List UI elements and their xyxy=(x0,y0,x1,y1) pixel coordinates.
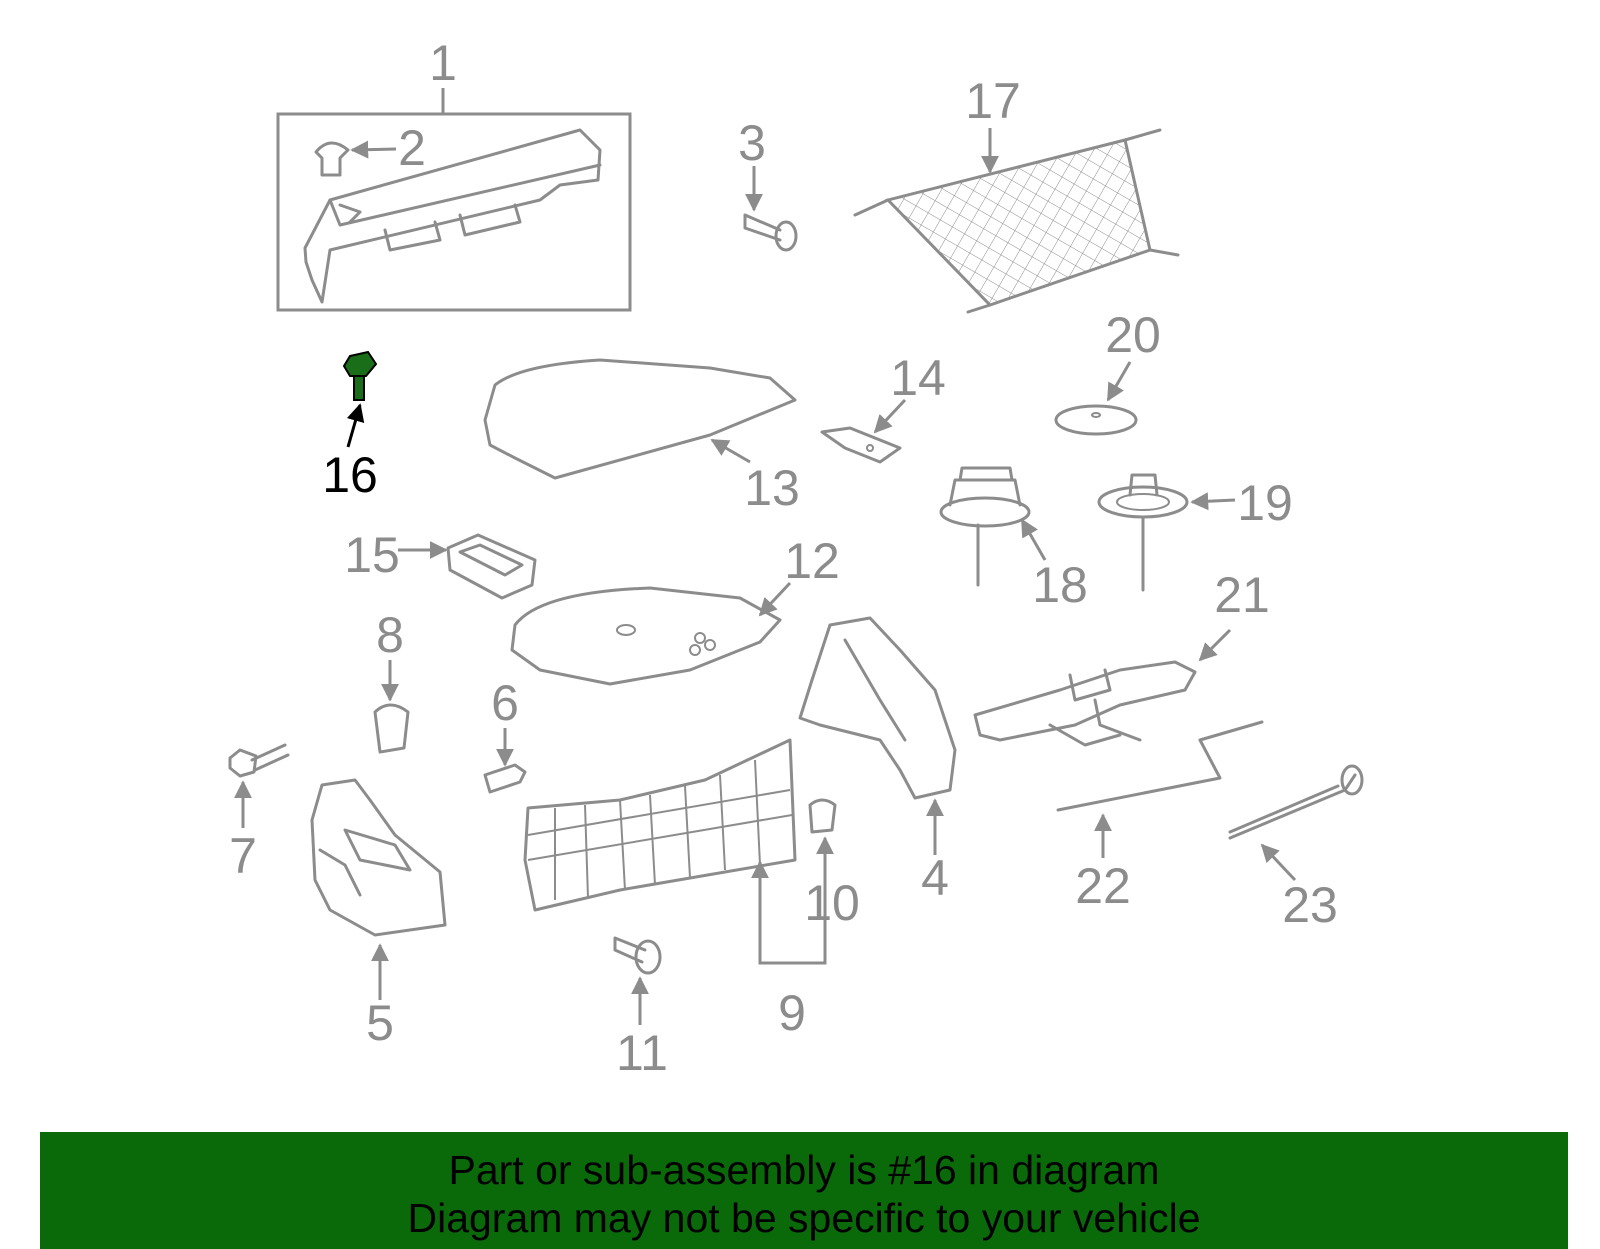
part-18-spare-holder[interactable] xyxy=(939,466,1047,587)
callout-7: 7 xyxy=(229,828,257,884)
callout-13: 13 xyxy=(744,460,800,516)
part-10-clip[interactable] xyxy=(808,798,837,834)
callout-20: 20 xyxy=(1105,307,1161,363)
info-banner: Part or sub-assembly is #16 in diagram D… xyxy=(40,1132,1568,1249)
callout-11: 11 xyxy=(616,1025,668,1081)
part-19-spare-holder[interactable] xyxy=(1097,473,1236,592)
callout-14: 14 xyxy=(890,350,946,406)
callout-16: 16 xyxy=(322,447,378,503)
callout-1: 1 xyxy=(429,35,457,91)
callout-8: 8 xyxy=(376,607,404,663)
part-9-rear-panel[interactable] xyxy=(523,738,834,965)
callout-5: 5 xyxy=(366,995,394,1051)
part-1-upper-trim-panel[interactable] xyxy=(276,88,632,312)
part-14-bracket[interactable] xyxy=(820,398,907,464)
part-13-deck-board[interactable] xyxy=(483,358,797,480)
callout-18: 18 xyxy=(1032,557,1088,613)
callout-12: 12 xyxy=(784,533,840,589)
part-16-bolt-highlighted[interactable] xyxy=(342,350,378,448)
callout-4: 4 xyxy=(921,850,949,906)
callout-2: 2 xyxy=(398,120,426,176)
part-21-jack[interactable] xyxy=(973,628,1232,747)
callout-10: 10 xyxy=(804,875,860,931)
part-2-clip[interactable] xyxy=(314,140,397,177)
part-22-jack-handle[interactable] xyxy=(1056,720,1264,858)
banner-line-1: Part or sub-assembly is #16 in diagram xyxy=(448,1147,1160,1193)
part-11-screw[interactable] xyxy=(613,936,662,1025)
callout-6: 6 xyxy=(491,675,519,731)
part-23-wrench[interactable] xyxy=(1228,764,1364,882)
callout-9: 9 xyxy=(778,985,806,1041)
part-7-bolt[interactable] xyxy=(228,743,290,828)
callout-17: 17 xyxy=(965,73,1021,129)
banner-line-2: Diagram may not be specific to your vehi… xyxy=(407,1195,1201,1241)
part-20-cover-disc[interactable] xyxy=(1054,361,1138,436)
callout-22: 22 xyxy=(1075,858,1131,914)
part-4-side-trim[interactable] xyxy=(798,616,957,855)
part-8-clip[interactable] xyxy=(373,660,410,754)
part-6-clip[interactable] xyxy=(483,728,527,794)
part-12-floor-mat[interactable] xyxy=(510,581,792,686)
callout-15: 15 xyxy=(344,527,400,583)
part-5-side-trim[interactable] xyxy=(310,778,447,1000)
part-15-handle[interactable] xyxy=(398,533,537,600)
part-17-cargo-net[interactable] xyxy=(853,128,1180,314)
callout-21: 21 xyxy=(1214,567,1270,623)
callout-19: 19 xyxy=(1237,475,1293,531)
callout-23: 23 xyxy=(1282,877,1338,933)
part-3-bolt[interactable] xyxy=(743,166,798,252)
callout-3: 3 xyxy=(738,115,766,171)
